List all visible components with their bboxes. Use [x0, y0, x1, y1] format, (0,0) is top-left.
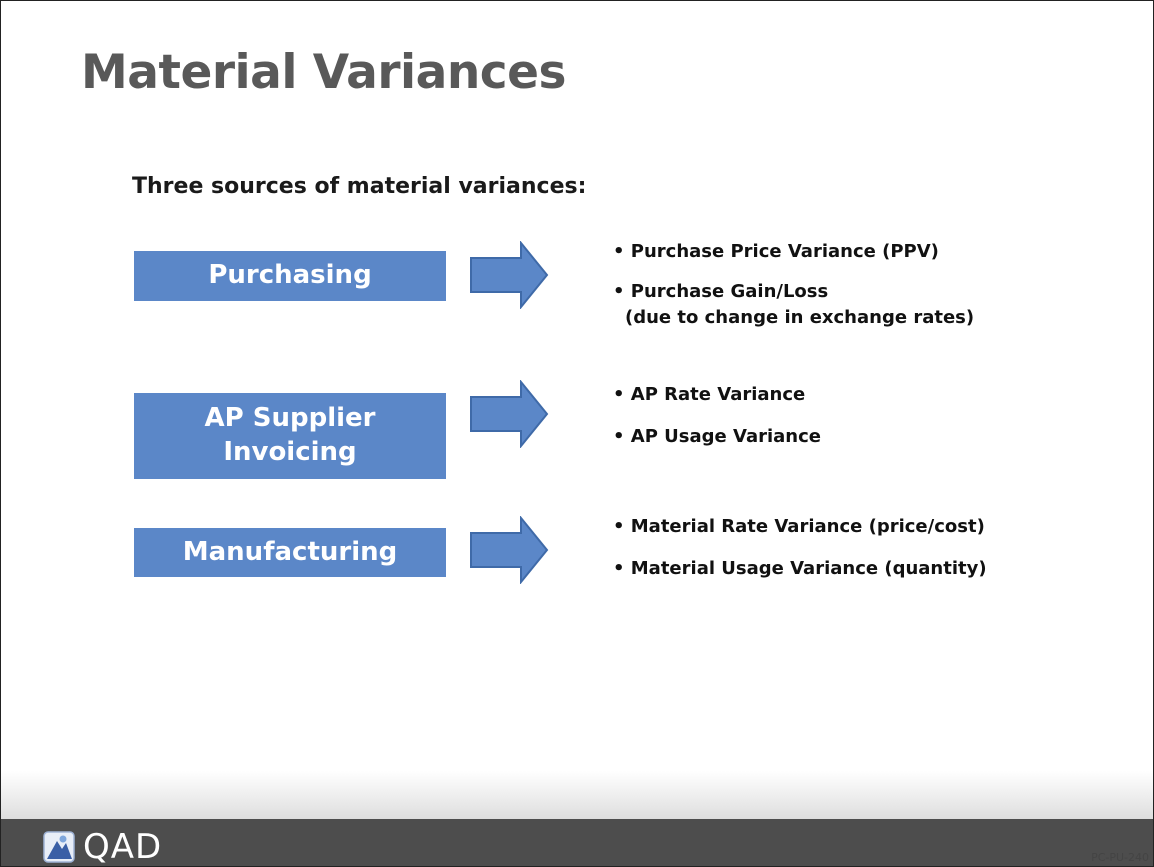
bullet-item: • Purchase Price Variance (PPV) [613, 241, 939, 262]
ap-supplier-invoicing-box: AP Supplier Invoicing [134, 393, 446, 479]
footer-bar: QAD PC-PU-240 [1, 819, 1153, 867]
bullet-item: • Material Rate Variance (price/cost) [613, 516, 985, 537]
ap-label-line-2: Invoicing [223, 437, 357, 467]
logo-text: QAD [83, 827, 163, 867]
arrow-right-icon [470, 241, 549, 309]
slide-title: Material Variances [81, 45, 567, 100]
qad-logo: QAD [43, 827, 163, 867]
arrow-right-icon [470, 380, 549, 448]
slide-subtitle: Three sources of material variances: [132, 174, 587, 199]
bullet-item: • Purchase Gain/Loss [613, 281, 829, 302]
ap-label-line-1: AP Supplier [204, 403, 376, 434]
purchasing-box: Purchasing [134, 251, 446, 301]
manufacturing-box: Manufacturing [134, 528, 446, 577]
qad-logo-icon [43, 831, 75, 863]
bullet-item: • AP Rate Variance [613, 384, 806, 405]
bullet-item: • Material Usage Variance (quantity) [613, 558, 987, 579]
purchasing-label: Purchasing [208, 260, 372, 291]
arrow-right-icon [470, 516, 549, 584]
bullet-sub-note: (due to change in exchange rates) [625, 307, 975, 328]
manufacturing-label: Manufacturing [182, 536, 398, 567]
footer-fade [1, 771, 1153, 819]
bullet-item: • AP Usage Variance [613, 426, 821, 447]
page-code: PC-PU-240 [1091, 851, 1149, 864]
